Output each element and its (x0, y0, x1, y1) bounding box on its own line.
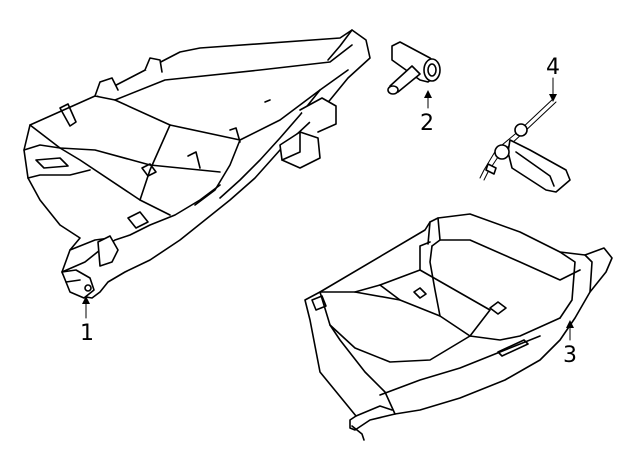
glove-box-housing (23, 29, 371, 299)
callout-3: 3 (563, 343, 577, 368)
damper-pin (387, 41, 441, 95)
bracket-rod (479, 97, 571, 193)
callout-1: 1 (80, 321, 94, 346)
callout-2: 2 (420, 111, 434, 136)
callout-arrows (82, 77, 574, 341)
callout-4: 4 (546, 55, 560, 80)
glove-box-bin (304, 213, 613, 441)
